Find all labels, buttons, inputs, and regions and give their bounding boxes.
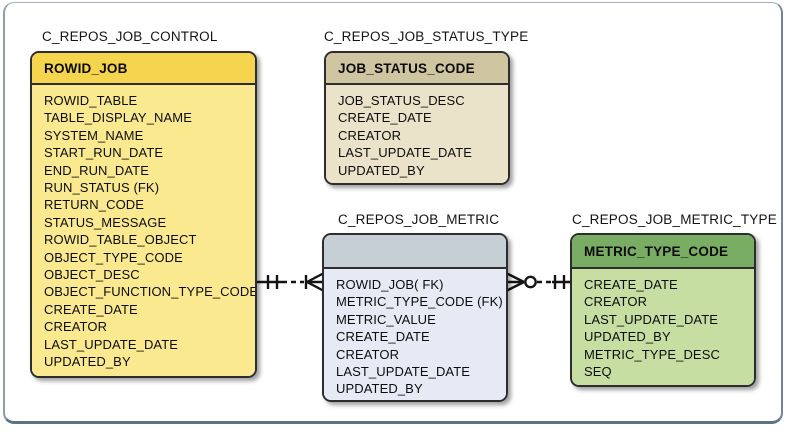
entity-title-c-repos-job-metric-type: C_REPOS_JOB_METRIC_TYPE	[572, 212, 777, 227]
field-row: CREATE_DATE	[584, 277, 678, 292]
field-row: OBJECT_TYPE_CODE	[44, 249, 183, 265]
field-row: METRIC_VALUE	[336, 311, 436, 327]
field-row: CREATOR	[336, 346, 400, 362]
field-row: METRIC_TYPE_DESC	[584, 346, 720, 362]
field-row: TABLE_DISPLAY_NAME	[44, 110, 192, 126]
field-row: SYSTEM_NAME	[44, 127, 144, 143]
field-row: LAST_UPDATE_DATE	[338, 145, 473, 161]
field-row: START_RUN_DATE	[44, 145, 164, 161]
field-row: LAST_UPDATE_DATE	[44, 336, 179, 352]
crow-foot-lower-prong	[306, 280, 325, 293]
field-row: UPDATED_BY	[336, 381, 423, 397]
primary-key-label: ROWID_JOB	[44, 60, 128, 76]
field-row: CREATOR	[584, 294, 648, 310]
field-row: CREATE_DATE	[336, 329, 430, 345]
field-row: CREATOR	[44, 319, 108, 335]
field-row: JOB_STATUS_DESC	[338, 93, 465, 108]
field-row: END_RUN_DATE	[44, 162, 149, 178]
primary-key-header-empty	[324, 235, 506, 269]
field-row: UPDATED_BY	[338, 162, 425, 178]
primary-key-label: JOB_STATUS_CODE	[338, 60, 475, 76]
field-row: CREATE_DATE	[44, 301, 138, 317]
entity-title-c-repos-job-status-type: C_REPOS_JOB_STATUS_TYPE	[324, 29, 529, 44]
primary-key-header: METRIC_TYPE_CODE	[572, 235, 754, 269]
field-row: CREATE_DATE	[338, 110, 432, 126]
field-row: LAST_UPDATE_DATE	[336, 364, 471, 380]
relationship-metric-to-metric-type	[505, 271, 572, 293]
field-row: ROWID_TABLE_OBJECT	[44, 232, 197, 248]
entity-title-c-repos-job-control: C_REPOS_JOB_CONTROL	[42, 29, 218, 44]
field-row: RUN_STATUS (FK)	[44, 180, 160, 196]
primary-key-header: JOB_STATUS_CODE	[326, 53, 508, 85]
crow-foot-upper-prong	[505, 271, 525, 284]
field-row: METRIC_TYPE_CODE (FK)	[336, 294, 503, 310]
field-row: CREATOR	[338, 127, 402, 143]
field-row: OBJECT_DESC	[44, 267, 140, 283]
field-row: UPDATED_BY	[584, 329, 671, 345]
entity-c-repos-job-status-type: JOB_STATUS_CODE JOB_STATUS_DESC CREATE_DA…	[324, 51, 510, 185]
field-row: OBJECT_FUNCTION_TYPE_CODE	[44, 284, 257, 300]
field-row: ROWID_JOB( FK)	[336, 277, 444, 292]
entity-field-list: ROWID_JOB( FK) METRIC_TYPE_CODE (FK)METRI…	[324, 269, 506, 400]
field-row: STATUS_MESSAGE	[44, 214, 167, 230]
field-row: LAST_UPDATE_DATE	[584, 311, 719, 327]
zero-optional-circle	[524, 275, 537, 289]
entity-title-c-repos-job-metric: C_REPOS_JOB_METRIC	[338, 212, 500, 227]
field-row: UPDATED_BY	[44, 354, 131, 370]
crow-foot-upper-prong	[306, 271, 325, 284]
field-row: SEQ	[584, 364, 612, 380]
relationship-control-to-metric	[256, 271, 325, 293]
primary-key-header: ROWID_JOB	[32, 53, 255, 85]
field-row: RETURN_CODE	[44, 197, 145, 213]
entity-c-repos-job-metric: ROWID_JOB( FK) METRIC_TYPE_CODE (FK)METRI…	[322, 233, 508, 402]
field-row: ROWID_TABLE	[44, 93, 138, 108]
primary-key-label: METRIC_TYPE_CODE	[584, 243, 729, 259]
crow-foot-lower-prong	[505, 280, 525, 293]
